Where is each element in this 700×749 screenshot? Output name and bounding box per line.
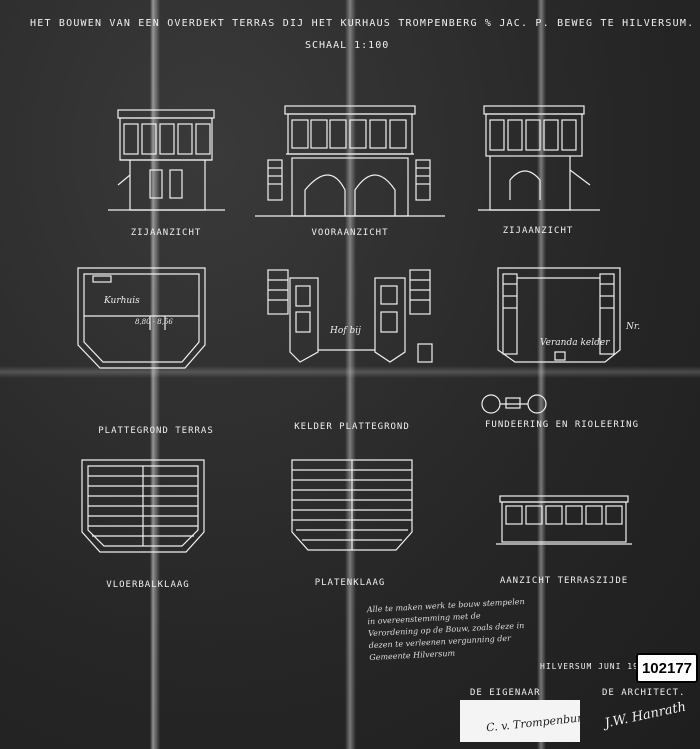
label-floor-joists: VLOERBALKLAAG	[106, 580, 190, 590]
handwritten-basement-note-2: Veranda kelder	[540, 338, 610, 348]
handwritten-basement-note: Hof bij	[330, 326, 361, 336]
label-terrace-plan: PLATTEGROND TERRAS	[98, 426, 214, 436]
label-roof-joists: PLATENKLAAG	[314, 578, 386, 588]
label-right-side: ZIJAANZICHT	[502, 226, 574, 236]
terrace-plan	[77, 267, 206, 369]
drawing-scale: SCHAAL 1:100	[305, 40, 390, 51]
floor-joist-plan	[81, 459, 205, 553]
terrace-side-elevation	[496, 495, 632, 545]
label-front: VOORAANZICHT	[311, 228, 389, 238]
front-elevation	[255, 105, 445, 217]
drainage-diagram	[481, 394, 547, 414]
place-date: HILVERSUM JUNI 1919.	[540, 662, 657, 671]
handwritten-plan-note: 8,80 · 8,56	[135, 318, 173, 326]
label-basement-plan: KELDER PLATTEGROND	[294, 422, 410, 432]
foundation-plan	[497, 267, 621, 363]
roof-joist-plan	[291, 459, 413, 551]
handwritten-plan-text: Kurhuis	[104, 296, 140, 306]
owner-label: DE EIGENAAR	[470, 688, 541, 698]
basement-plan	[267, 269, 433, 363]
left-side-elevation	[108, 109, 225, 211]
right-side-elevation	[478, 105, 600, 211]
label-left-side: ZIJAANZICHT	[130, 228, 202, 238]
label-rear-view: AANZICHT TERRASZIJDE	[499, 576, 629, 586]
label-foundation: FUNDEERING EN RIOLEERING	[484, 420, 640, 430]
archive-number-stamp: 102177	[636, 653, 698, 683]
drawing-title: HET BOUWEN VAN EEN OVERDEKT TERRAS DIJ H…	[30, 18, 695, 29]
owner-signature-box	[460, 700, 580, 742]
architect-label: DE ARCHITECT.	[602, 688, 686, 698]
handwritten-margin-note: Alle te maken werk te bouw stempelen in …	[366, 596, 525, 663]
handwritten-right-note: Nr.	[626, 322, 641, 332]
